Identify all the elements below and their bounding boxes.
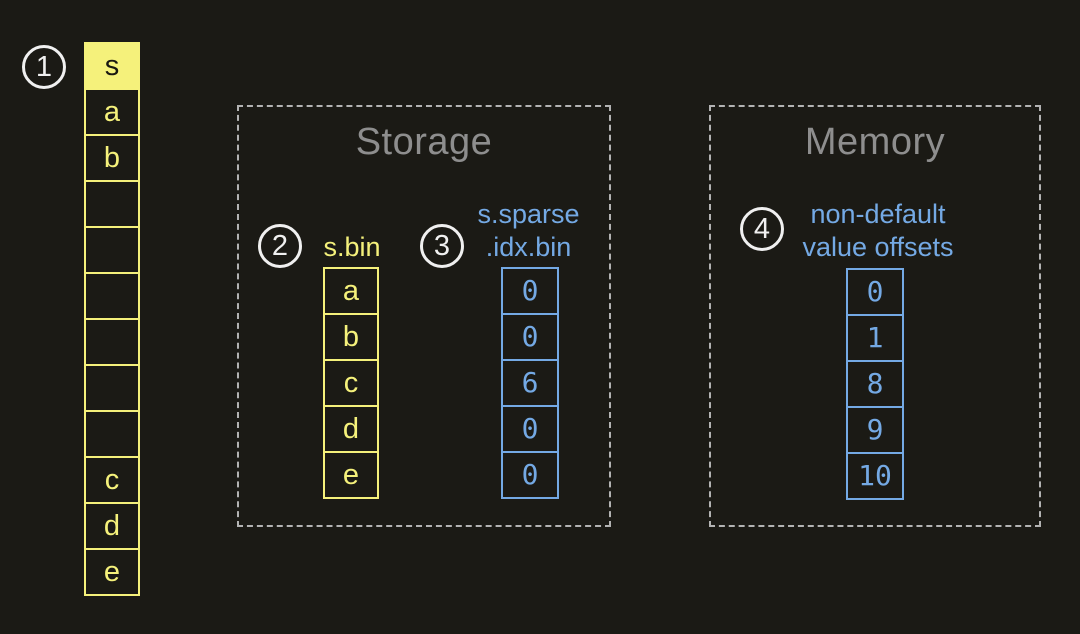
offsets-label: non-default value offsets xyxy=(788,198,968,264)
index-file-label-line1: s.sparse xyxy=(477,199,580,229)
step-2-badge: 2 xyxy=(258,224,302,268)
index-cell: 0 xyxy=(501,405,559,453)
array-cell xyxy=(84,364,140,412)
array-cell: e xyxy=(84,548,140,596)
array-cell xyxy=(84,410,140,458)
array-cell xyxy=(84,180,140,228)
array-cell: b xyxy=(84,134,140,182)
offset-cell: 8 xyxy=(846,360,904,408)
array-cell: c xyxy=(84,456,140,504)
offset-cell: 9 xyxy=(846,406,904,454)
index-cell: 0 xyxy=(501,451,559,499)
storage-title: Storage xyxy=(355,121,493,163)
values-cell: d xyxy=(323,405,379,453)
array-header-cell: s xyxy=(84,42,140,90)
array-cell xyxy=(84,318,140,366)
offsets-label-line2: value offsets xyxy=(802,232,954,262)
values-cell: a xyxy=(323,267,379,315)
array-cell: a xyxy=(84,88,140,136)
values-cell: e xyxy=(323,451,379,499)
step-1-badge: 1 xyxy=(22,45,66,89)
step-4-badge: 4 xyxy=(740,207,784,251)
values-cell: b xyxy=(323,313,379,361)
offsets-column: 0 1 8 9 10 xyxy=(846,268,904,500)
offset-cell: 10 xyxy=(846,452,904,500)
array-cell xyxy=(84,272,140,320)
storage-box: Storage xyxy=(237,105,611,527)
step-3-number: 3 xyxy=(433,229,451,262)
step-2-number: 2 xyxy=(271,229,289,262)
memory-title: Memory xyxy=(804,121,946,163)
index-file-column: 0 0 6 0 0 xyxy=(501,267,559,499)
values-cell: c xyxy=(323,359,379,407)
index-cell: 6 xyxy=(501,359,559,407)
index-file-label: s.sparse .idx.bin xyxy=(466,198,591,264)
index-file-label-line2: .idx.bin xyxy=(485,232,572,262)
offset-cell: 0 xyxy=(846,268,904,316)
values-file-label: s.bin xyxy=(323,232,381,262)
step-4-number: 4 xyxy=(753,212,771,245)
index-cell: 0 xyxy=(501,267,559,315)
sparse-array-column: s a b c d e xyxy=(84,42,140,596)
values-file-column: a b c d e xyxy=(323,267,379,499)
step-1-number: 1 xyxy=(35,50,53,83)
offsets-label-line1: non-default xyxy=(810,199,946,229)
memory-box: Memory xyxy=(709,105,1041,527)
array-cell xyxy=(84,226,140,274)
step-3-badge: 3 xyxy=(420,224,464,268)
index-cell: 0 xyxy=(501,313,559,361)
array-cell: d xyxy=(84,502,140,550)
offset-cell: 1 xyxy=(846,314,904,362)
